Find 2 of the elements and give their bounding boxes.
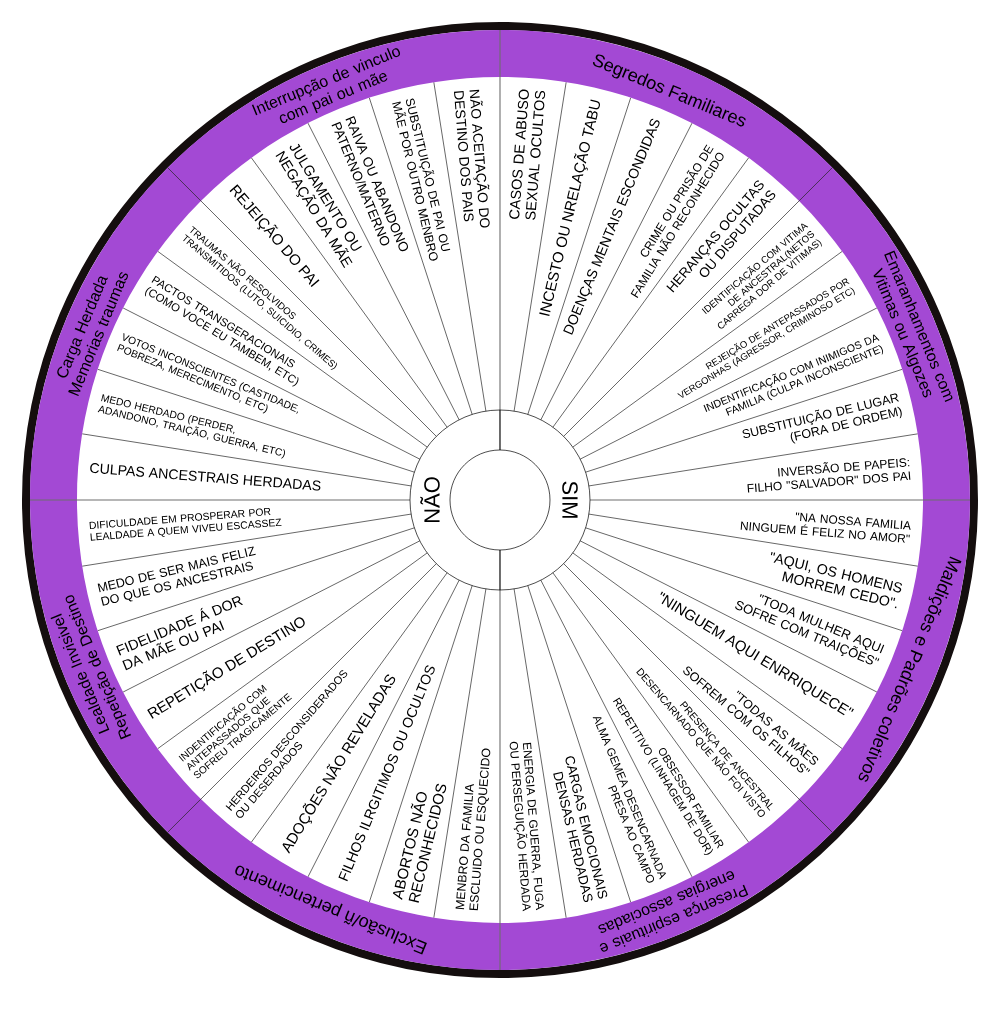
- hub-half: SIM: [499, 409, 591, 591]
- hub-half: NÃO: [409, 409, 501, 591]
